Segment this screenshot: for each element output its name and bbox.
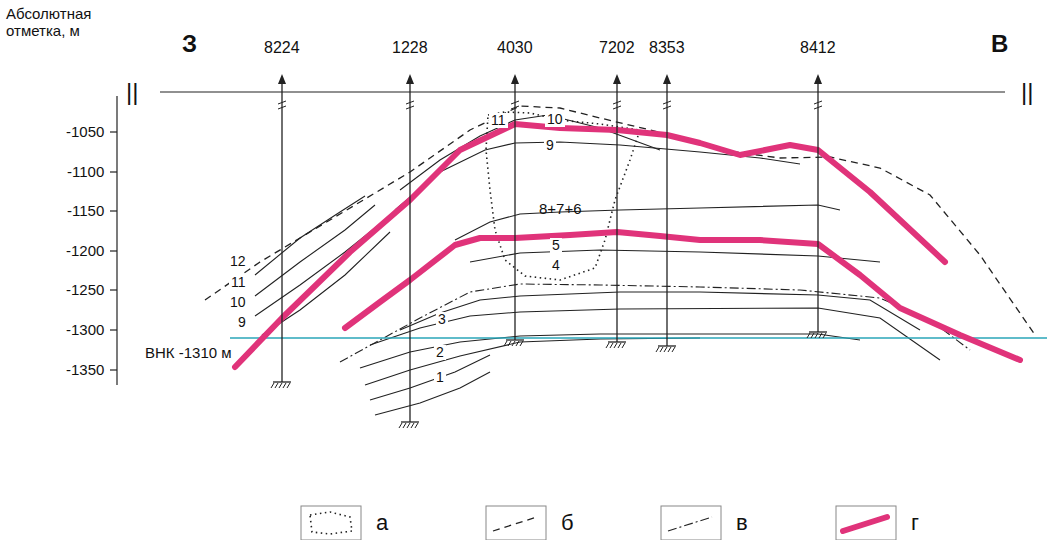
legend-item: г <box>835 505 919 540</box>
legend-sample <box>485 505 547 540</box>
depth-tick: -1250 <box>66 282 104 299</box>
layer-number: 1 <box>434 370 446 385</box>
layer-number: 4 <box>550 258 562 273</box>
dashed-boundary <box>205 106 1035 335</box>
legend-sample <box>660 505 722 540</box>
depth-tick: -1200 <box>66 243 104 260</box>
legend-sample <box>835 505 897 540</box>
well-number: 7202 <box>599 39 635 57</box>
legend-item: а <box>300 505 388 540</box>
profile-line <box>160 91 1005 92</box>
legend-sample <box>300 505 362 540</box>
owc-line <box>230 337 1047 339</box>
legend-letter: а <box>376 510 388 536</box>
wells <box>271 74 827 428</box>
well <box>606 74 626 348</box>
layer-number: 11 <box>229 275 248 290</box>
legend-item: б <box>485 505 574 540</box>
layer-number: 5 <box>550 238 562 253</box>
section-mark: || <box>126 79 138 105</box>
layer-number: 9 <box>236 315 248 330</box>
well-number: 1228 <box>392 39 428 57</box>
direction-letter: В <box>991 31 1008 57</box>
axis-title: Абсолютная отметка, м <box>6 6 106 39</box>
layer-boundaries <box>255 115 940 415</box>
well <box>656 74 676 352</box>
legend-letter: в <box>736 510 748 536</box>
axis-ticks <box>110 132 117 370</box>
section-mark: || <box>1021 79 1033 105</box>
direction-letter: З <box>182 31 197 57</box>
legend-letter: г <box>911 510 919 536</box>
layer-number: 8+7+6 <box>539 201 582 218</box>
layer-number: 2 <box>434 345 446 360</box>
depth-axis <box>116 96 117 385</box>
well <box>399 74 419 428</box>
layer-number: 12 <box>228 254 248 269</box>
well <box>271 74 291 388</box>
depth-tick: -1350 <box>66 362 104 379</box>
layer-number: 11 <box>489 113 508 128</box>
well-number: 8412 <box>800 39 836 57</box>
well-number: 4030 <box>497 39 533 57</box>
well-number: 8353 <box>649 39 685 57</box>
layer-number: 3 <box>436 312 448 327</box>
pink-boundary <box>235 124 945 367</box>
pink-boundary <box>345 232 1020 360</box>
depth-tick: -1300 <box>66 322 104 339</box>
depth-tick: -1050 <box>66 124 104 141</box>
owc-label: ВНК -1310 м <box>143 345 234 362</box>
layer-number: 10 <box>228 295 248 310</box>
layer-number: 10 <box>545 112 565 127</box>
legend-letter: б <box>561 510 574 536</box>
dashdot-boundary <box>340 284 970 362</box>
depth-tick: -1150 <box>67 203 104 220</box>
layer-number: 9 <box>544 138 556 153</box>
depth-tick: -1100 <box>67 164 104 181</box>
legend-item: в <box>660 505 748 540</box>
well-number: 8224 <box>264 39 300 57</box>
well <box>807 74 827 338</box>
